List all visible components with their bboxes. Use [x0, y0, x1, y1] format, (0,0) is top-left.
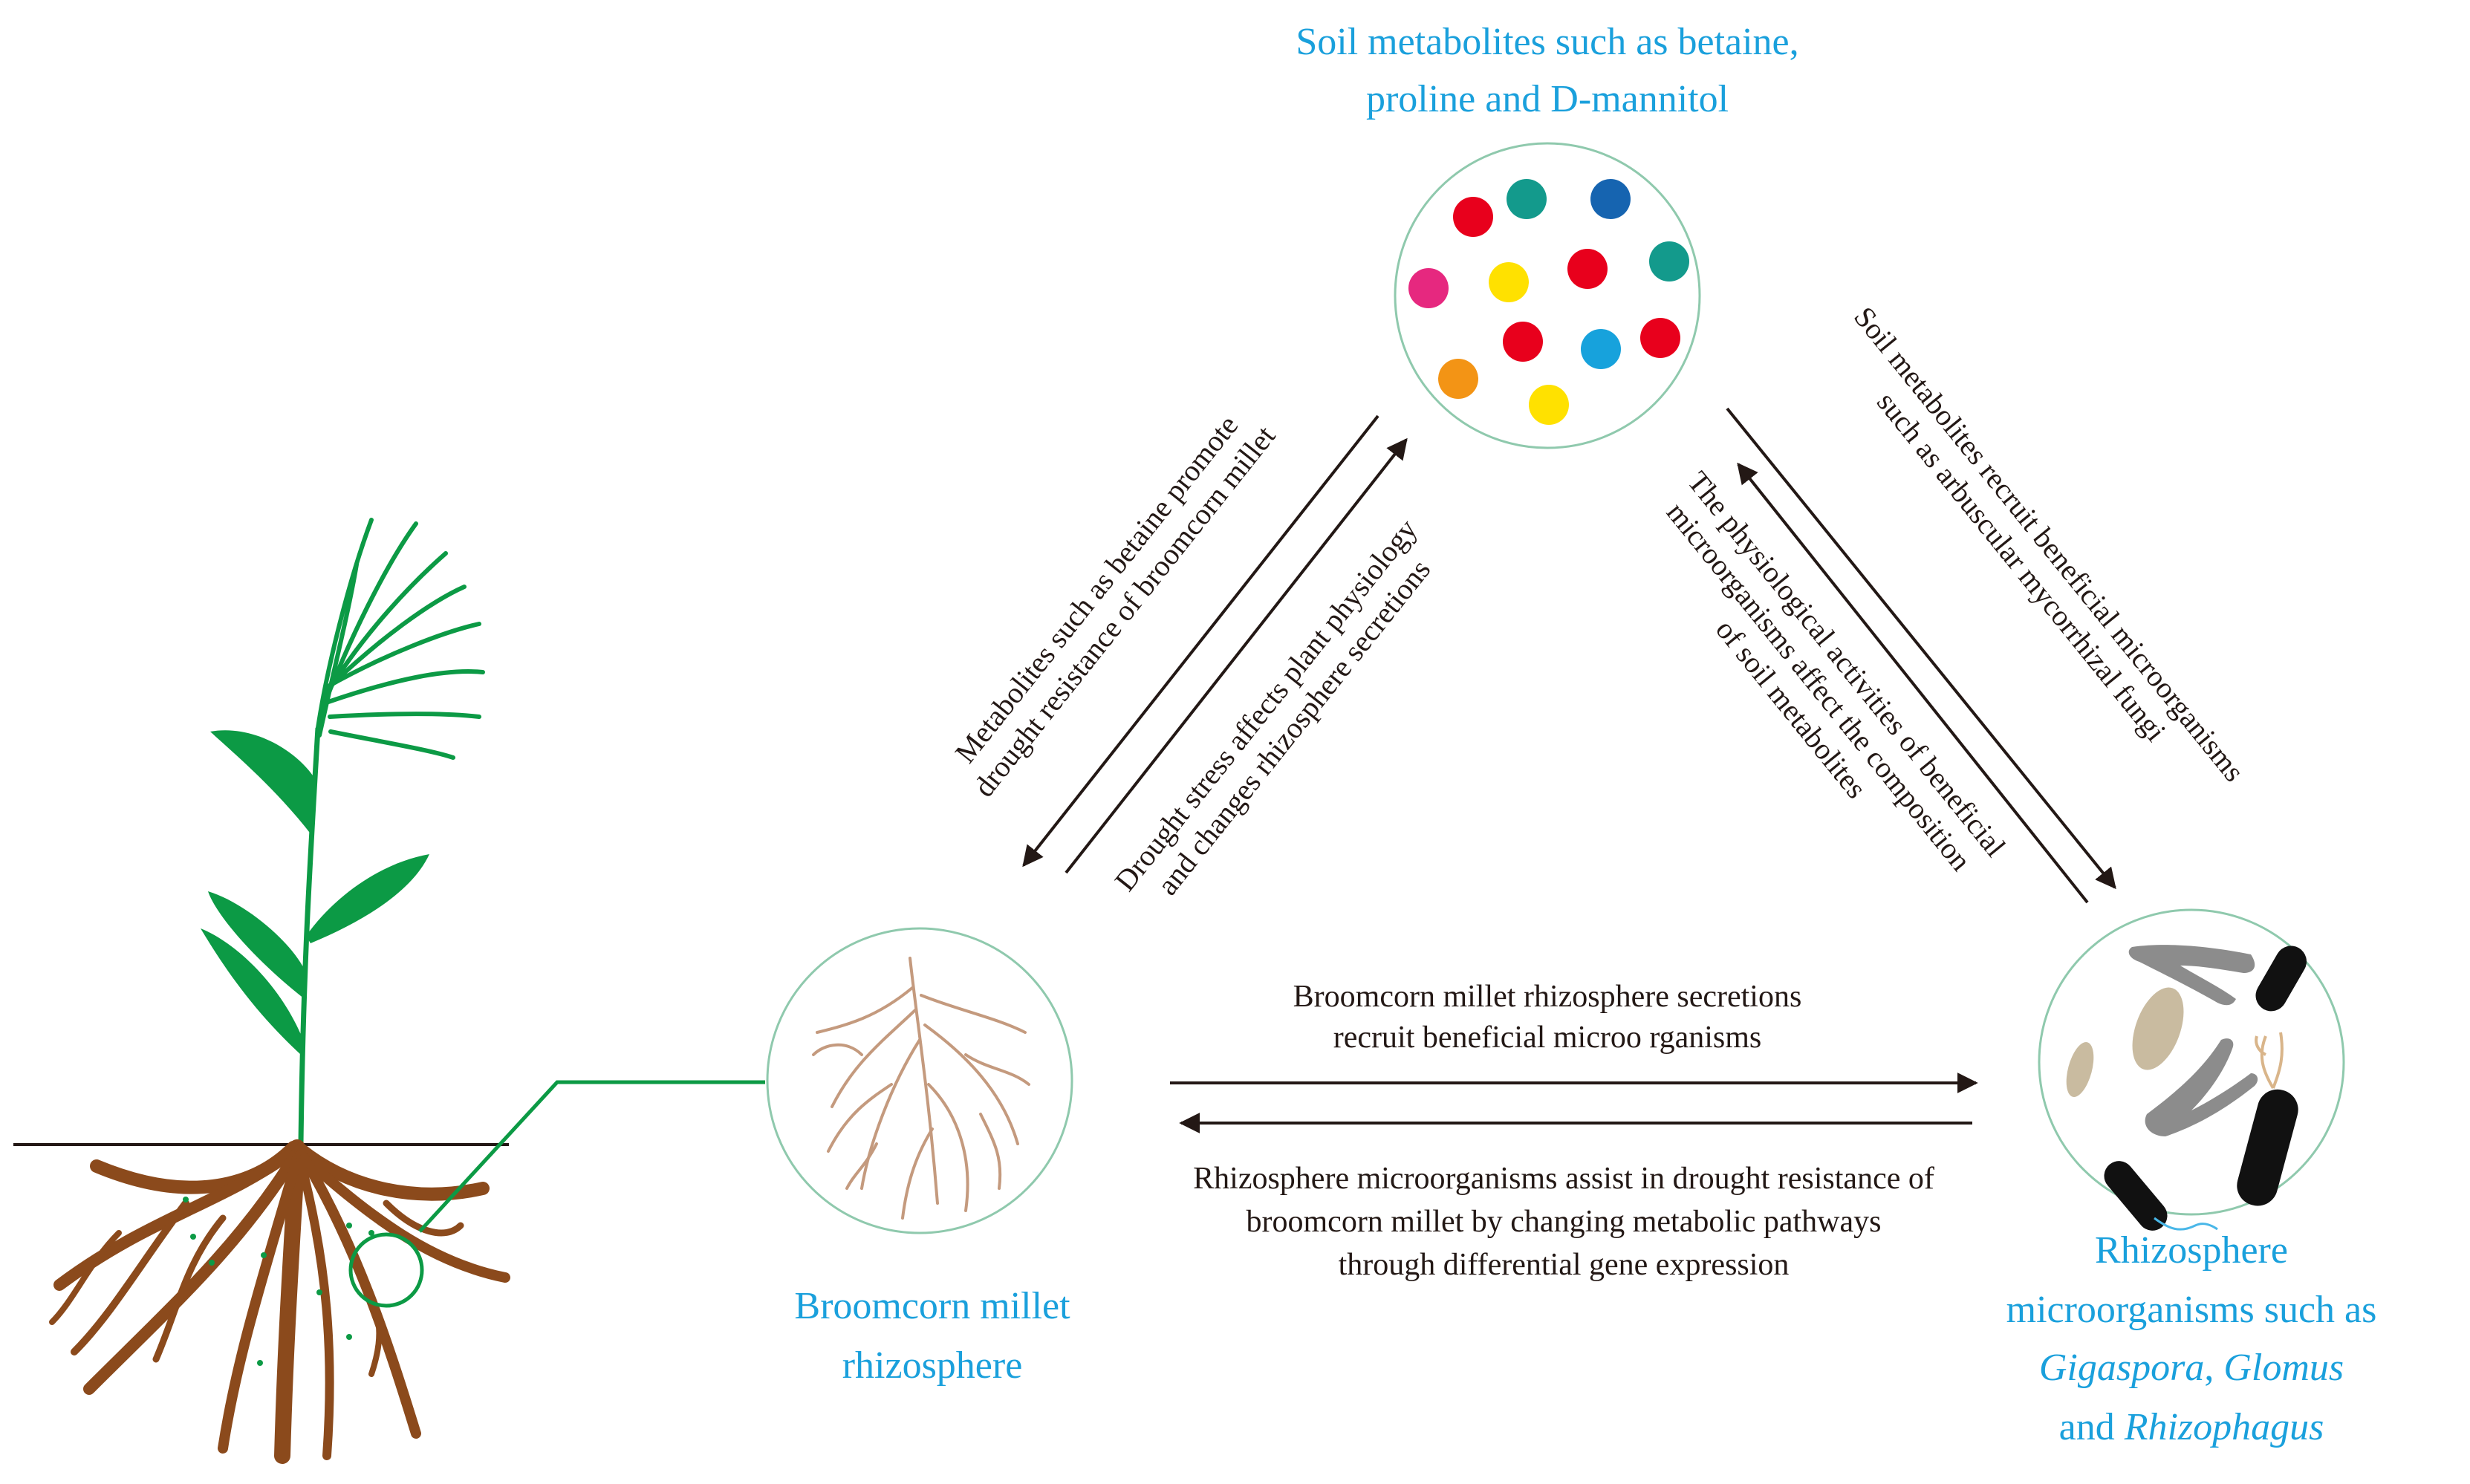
rhizosphere-node: [766, 927, 1073, 1234]
edge-label-microorganisms-to-rhizosphere-line1: Rhizosphere microorganisms assist in dro…: [1193, 1162, 1934, 1196]
millet-panicle-icon: [316, 518, 485, 760]
and-word: and: [2059, 1406, 2125, 1448]
arrow-microorganisms-to-metabolites: [1737, 462, 2089, 904]
arrows: [1022, 407, 2116, 1133]
edge-label-line: Metabolites such as betaine promote: [948, 409, 1244, 769]
arrow-metabolites-to-microorganisms: [1726, 407, 2116, 890]
leaf-icon: [210, 730, 316, 836]
edge-label-microorganisms-to-rhizosphere-line2: broomcorn millet by changing metabolic p…: [1247, 1205, 1882, 1239]
microorganisms-label-line2: microorganisms such as: [2006, 1289, 2377, 1331]
genus-glomus: Glomus: [2223, 1347, 2344, 1389]
microorganisms-label-line4: and Rhizophagus: [2059, 1406, 2324, 1448]
root-zoom-marker: [348, 1232, 424, 1308]
rhizosphere-circle: [766, 927, 1073, 1234]
plant-illustration-icon: [13, 518, 510, 1464]
edge-label-line: and changes rhizosphere secretions: [1151, 553, 1437, 902]
edge-label-microorganisms-to-metabolites: The physiological activities of benefici…: [1660, 465, 2012, 877]
soil-specks: [183, 1197, 374, 1366]
metabolites-node: [1394, 142, 1701, 449]
rhizosphere-label-line1: Broomcorn millet: [794, 1285, 1070, 1327]
metabolite-dots-icon: [1408, 179, 1689, 425]
leaf-icon: [208, 891, 306, 999]
root-system-icon: [49, 1139, 510, 1464]
microorganisms-label-line1: Rhizosphere: [2095, 1229, 2288, 1272]
genus-separator: ,: [2204, 1347, 2223, 1389]
leaf-icon: [306, 854, 429, 943]
root-network-icon: [812, 957, 1030, 1220]
microorganisms-label-line3: Gigaspora, Glomus: [2039, 1347, 2344, 1389]
arrow-rhizosphere-to-metabolites: [1065, 437, 1408, 874]
genus-rhizophagus: Rhizophagus: [2124, 1406, 2324, 1448]
microorganisms-node: [2038, 908, 2345, 1231]
metabolites-label-line2: proline and D-mannitol: [1366, 78, 1729, 120]
microbe-cells-icon: [2066, 945, 2307, 1231]
edge-label-microorganisms-to-rhizosphere-line3: through differential gene expression: [1339, 1248, 1790, 1282]
leaf-icon: [201, 928, 303, 1055]
genus-gigaspora: Gigaspora: [2039, 1347, 2204, 1389]
zoom-connector-line: [418, 1080, 765, 1233]
edge-label-rhizosphere-to-microorganisms-line1: Broomcorn millet rhizosphere secretions: [1293, 980, 1802, 1014]
edge-label-rhizosphere-to-microorganisms-line2: recruit beneficial microo rganisms: [1333, 1021, 1762, 1055]
metabolites-label-line1: Soil metabolites such as betaine,: [1296, 21, 1798, 63]
arrow-metabolites-to-rhizosphere: [1022, 414, 1379, 868]
rhizosphere-label-line2: rhizosphere: [842, 1344, 1023, 1387]
edge-label-line: microorganisms affect the composition: [1660, 496, 1978, 877]
edge-label-line: such as arbuscular mycorrhizal fungi: [1871, 385, 2173, 748]
